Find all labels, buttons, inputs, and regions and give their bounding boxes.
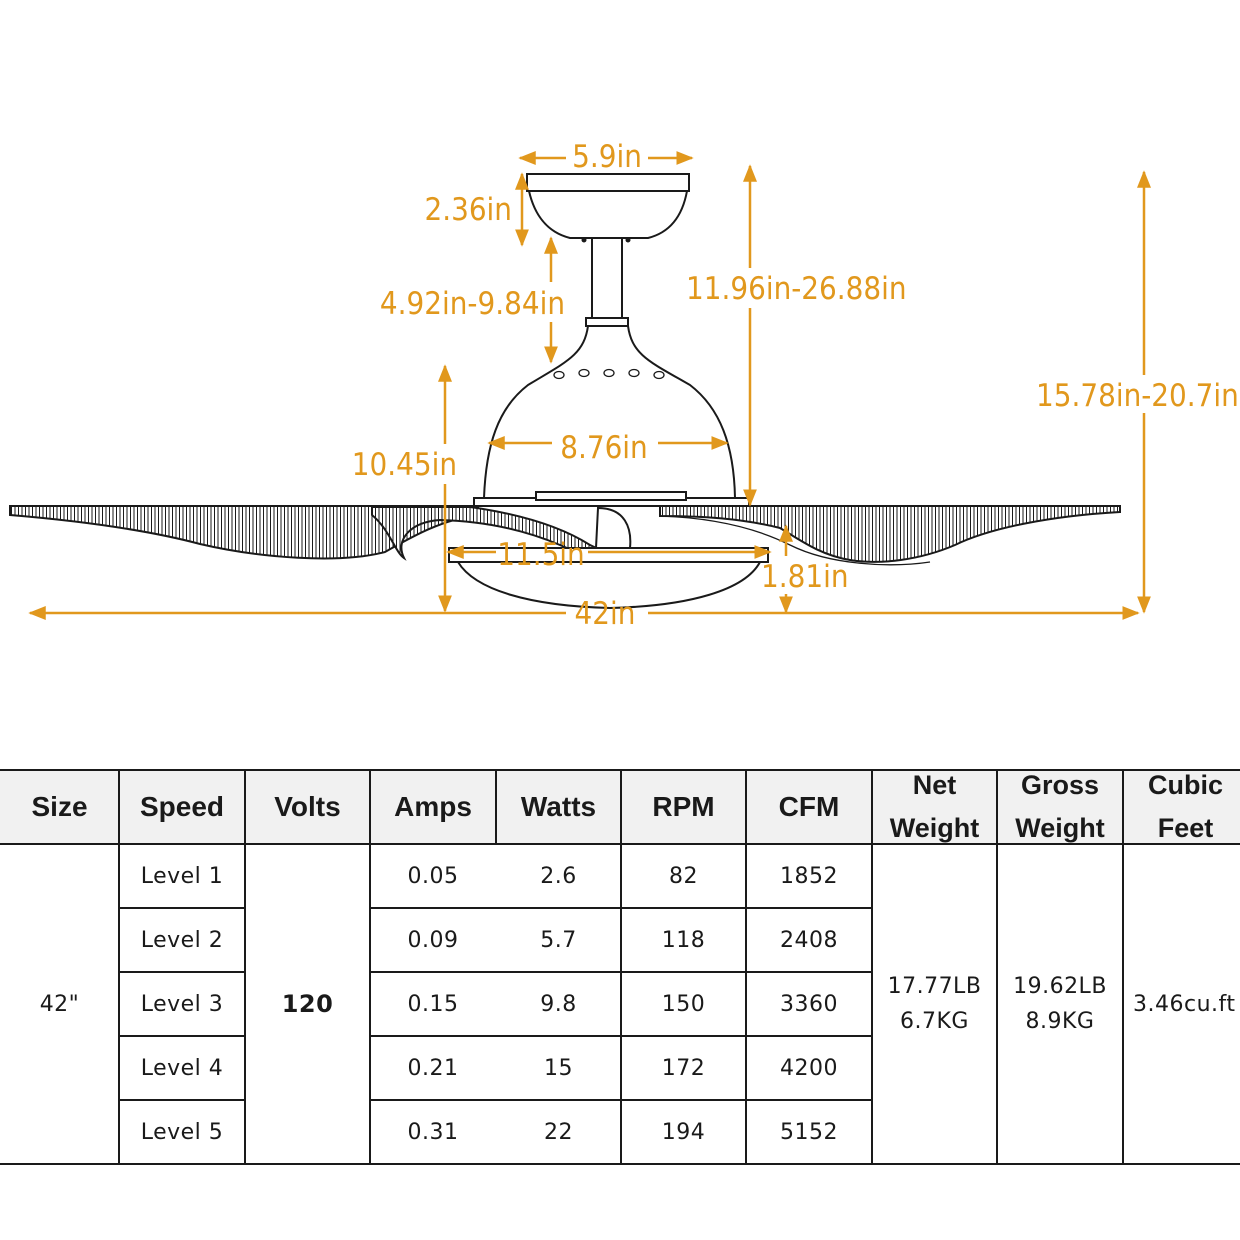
header-cubic-feet: Cubic Feet: [1123, 770, 1240, 844]
canopy-width-label: 5.9in: [572, 139, 642, 175]
watts-cell: 2.6: [540, 863, 577, 889]
net-weight-value: 17.77LB 6.7KG: [872, 844, 997, 1164]
downrod-length-label: 4.92in-9.84in: [380, 286, 565, 322]
canopy: [526, 173, 690, 243]
dimension-lines: [28, 151, 1151, 620]
light-height-label: 1.81in: [761, 559, 849, 595]
header-gross-weight: Gross Weight: [997, 770, 1123, 844]
speed-level-cell: Level 3: [140, 991, 224, 1017]
fan-blades: [9, 505, 1121, 566]
cfm-cell: 2408: [780, 927, 838, 953]
watts-cell: 22: [544, 1119, 573, 1145]
header-watts: Watts: [520, 791, 597, 823]
header-cfm: CFM: [778, 791, 840, 823]
amps-cell: 0.09: [407, 927, 459, 953]
dimension-labels: 5.9in 2.36in 4.92in-9.84in 11.96in-26.88…: [352, 139, 1239, 632]
canopy-height-label: 2.36in: [424, 192, 512, 228]
watts-cell: 15: [544, 1055, 573, 1081]
header-net-weight-line2: Weight: [889, 813, 980, 843]
downrod: [591, 237, 623, 323]
right-blade: [659, 505, 1121, 563]
header-amps: Amps: [394, 791, 472, 823]
fan-illustration: [9, 173, 1121, 610]
speed-level-cell: Level 5: [140, 1119, 224, 1145]
motor-width-label: 8.76in: [560, 430, 648, 466]
left-blade: [9, 505, 479, 560]
watts-cell: 9.8: [540, 991, 577, 1017]
header-net-weight-line1: Net: [912, 769, 957, 800]
rpm-cell: 194: [661, 1119, 706, 1145]
speed-level-cell: Level 2: [140, 927, 224, 953]
header-gross-weight-line1: Gross: [1020, 769, 1100, 800]
rpm-cell: 82: [669, 863, 698, 889]
blade-span-label: 42in: [575, 596, 636, 632]
rpm-cell: 118: [661, 927, 706, 953]
amps-cell: 0.21: [407, 1055, 459, 1081]
amps-cell: 0.15: [407, 991, 459, 1017]
fan-dimension-diagram: 5.9in 2.36in 4.92in-9.84in 11.96in-26.88…: [9, 139, 1239, 632]
speed-level-cell: Level 1: [140, 863, 224, 889]
cfm-cell: 3360: [780, 991, 838, 1017]
cfm-cell: 4200: [780, 1055, 838, 1081]
gross-weight-lb: 19.62LB: [1013, 973, 1107, 999]
rpm-cell: 150: [661, 991, 706, 1017]
vent-holes: [553, 368, 665, 380]
spec-table-grid: [0, 769, 1240, 1165]
amps-cell: 0.05: [407, 863, 459, 889]
size-value: 42": [39, 991, 80, 1017]
motor-height-label: 10.45in: [352, 447, 457, 483]
header-cubic-feet-line1: Cubic: [1147, 769, 1223, 800]
gross-weight-value: 19.62LB 8.9KG: [997, 844, 1123, 1164]
net-weight-kg: 6.7KG: [900, 1009, 969, 1034]
rpm-cell: 172: [661, 1055, 706, 1081]
gross-weight-kg: 8.9KG: [1025, 1009, 1095, 1034]
cfm-cell: 1852: [780, 863, 838, 889]
amps-cell: 0.31: [407, 1119, 459, 1145]
cfm-cell: 5152: [780, 1119, 838, 1145]
header-rpm: RPM: [652, 791, 715, 823]
light-width-label: 11.5in: [497, 537, 585, 573]
header-volts: Volts: [274, 791, 341, 823]
ceiling-to-blade-label: 11.96in-26.88in: [686, 271, 907, 307]
header-gross-weight-line2: Weight: [1015, 813, 1105, 843]
center-blade: [371, 506, 633, 562]
header-speed: Speed: [139, 791, 225, 823]
speed-level-cell: Level 4: [140, 1055, 224, 1081]
net-weight-lb: 17.77LB: [887, 973, 982, 999]
volts-value: 120: [281, 990, 334, 1018]
header-size: Size: [31, 791, 88, 823]
motor-housing: [482, 325, 737, 499]
cubic-feet-value: 3.46cu.ft: [1133, 991, 1236, 1017]
watts-cell: 5.7: [540, 927, 577, 953]
overall-height-label: 15.78in-20.7in: [1036, 378, 1239, 414]
header-net-weight: Net Weight: [872, 770, 997, 844]
header-cubic-feet-line2: Feet: [1157, 813, 1214, 843]
